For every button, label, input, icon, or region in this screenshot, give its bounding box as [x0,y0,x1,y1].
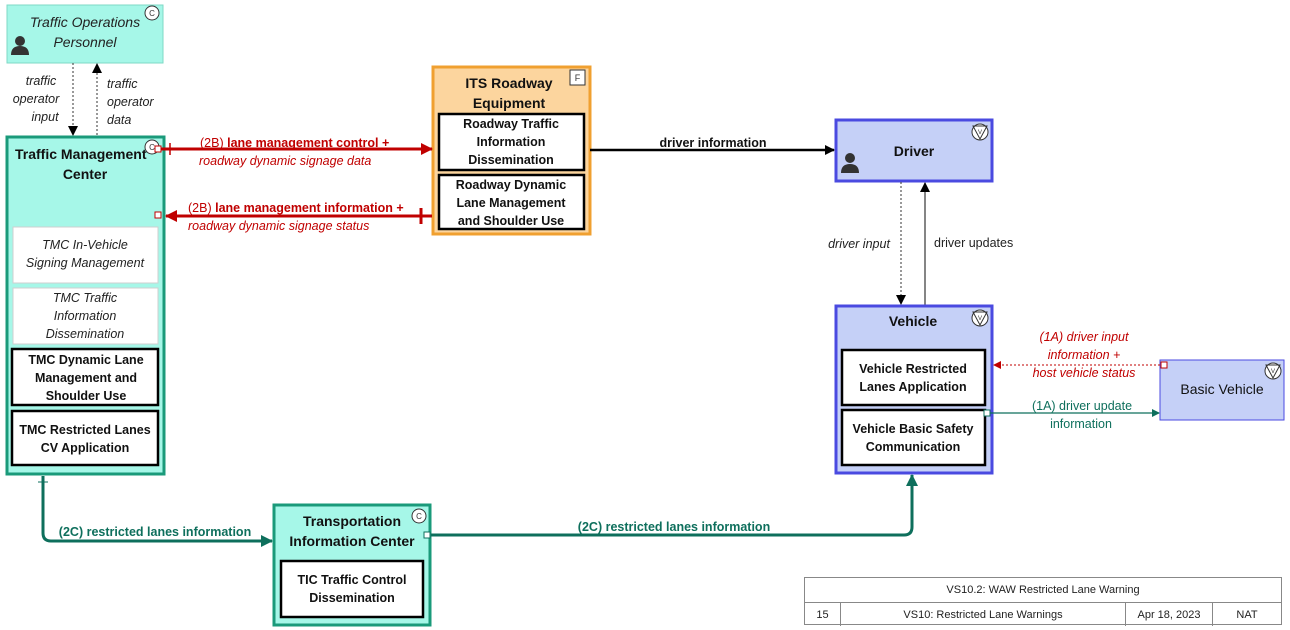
operator-data-label-1: traffic [107,77,138,91]
its-roadway-equipment[interactable]: ITS Roadway Equipment F Roadway Traffic … [431,65,592,236]
flow-2c-left-label: (2C) restricted lanes information [59,525,251,539]
vehicle-badge-icon: V [971,123,989,141]
operator-input-label-1: traffic [26,74,57,88]
svg-text:Dissemination: Dissemination [309,591,394,605]
tic-title-1: Transportation [303,513,401,529]
diagram-title-block: VS10.2: WAW Restricted Lane Warning 15 V… [804,577,1282,626]
svg-text:V: V [978,130,982,136]
tic-title-2: Information Center [289,533,415,549]
tmc-title-1: Traffic Management [15,146,147,162]
diagram-date: Apr 18, 2023 [1126,603,1213,626]
vehicle-restricted-lanes-object[interactable]: Vehicle Restricted Lanes Application [840,348,987,407]
roadway-dynamic-lane-management-object[interactable]: Roadway Dynamic Lane Management and Shou… [437,173,586,231]
svg-text:Information: Information [477,135,546,149]
its-title-1: ITS Roadway [465,75,552,91]
driver-input-label: driver input [828,237,890,251]
its-title-2: Equipment [473,95,546,111]
transportation-information-center[interactable]: Transportation Information Center C TIC … [272,503,432,627]
svg-text:V: V [978,316,982,322]
svg-text:Roadway Dynamic: Roadway Dynamic [456,178,567,192]
diagram-number: 15 [805,603,841,626]
operator-data-label-2: operator [107,95,154,109]
operator-data-label-3: data [107,113,131,127]
flow-1a-driver-input-information[interactable] [993,361,1168,369]
svg-text:Information: Information [54,309,117,323]
vehicle-badge-icon: V [971,309,989,327]
flow-2b-info-label-1: (2B) lane management information + [188,201,404,215]
roadway-traffic-info-dissemination-object[interactable]: Roadway Traffic Information Disseminatio… [437,112,586,172]
vehicle-badge-icon: V [1264,362,1282,380]
class-badge-icon: F [569,69,586,86]
tmc-dynamic-lane-management-object[interactable]: TMC Dynamic Lane Management and Shoulder… [10,347,160,407]
class-badge-icon: C [411,508,427,524]
tmc-in-vehicle-signing-object[interactable]: TMC In-Vehicle Signing Management [12,226,159,284]
tmc-restricted-lanes-cv-object[interactable]: TMC Restricted Lanes CV Application [10,409,160,467]
class-badge-icon: C [144,5,160,21]
flow-2b-control-label-1: (2B) lane management control + [200,136,389,150]
person-icon [11,36,29,55]
flow-1a-input-label-1: (1A) driver input [1040,330,1129,344]
flow-1a-update-label-1: (1A) driver update [1032,399,1132,413]
vehicle-basic-safety-object[interactable]: Vehicle Basic Safety Communication [840,408,987,467]
diagram-title: VS10.2: WAW Restricted Lane Warning [805,578,1281,603]
flow-1a-input-label-2: information + [1048,348,1121,362]
svg-text:Vehicle Basic Safety: Vehicle Basic Safety [853,422,974,436]
vehicle-label: Vehicle [889,313,937,329]
svg-text:TMC Traffic: TMC Traffic [53,291,118,305]
flow-2c-tmc-to-tic[interactable] [38,476,273,547]
flow-2b-control-label-2: roadway dynamic signage data [199,154,371,168]
svg-text:Roadway Traffic: Roadway Traffic [463,117,559,131]
flow-2c-tic-to-vehicle[interactable] [423,474,918,539]
svg-text:C: C [149,9,155,18]
svg-text:TIC Traffic Control: TIC Traffic Control [297,573,406,587]
svg-text:Dissemination: Dissemination [46,327,125,341]
svg-text:Shoulder Use: Shoulder Use [46,389,127,403]
svg-text:Management and: Management and [35,371,137,385]
flow-2c-right-label: (2C) restricted lanes information [578,520,770,534]
traffic-operations-personnel[interactable]: Traffic Operations Personnel C [6,4,164,64]
svg-text:TMC In-Vehicle: TMC In-Vehicle [42,238,128,252]
svg-text:F: F [575,73,581,83]
driver-element[interactable]: Driver V [834,118,994,183]
flow-1a-input-label-3: host vehicle status [1033,366,1136,380]
svg-text:Lanes Application: Lanes Application [859,380,966,394]
driver-updates-label: driver updates [934,236,1013,250]
service-package-name: VS10: Restricted Lane Warnings [841,603,1126,626]
svg-text:CV Application: CV Application [41,441,129,455]
tmc-title-2: Center [63,166,108,182]
svg-text:Dissemination: Dissemination [468,153,553,167]
traffic-ops-label-2: Personnel [53,34,117,50]
operator-input-label-2: operator [13,92,60,106]
svg-text:Lane Management: Lane Management [456,196,566,210]
flow-1a-driver-update-information[interactable] [983,409,1160,417]
tmc-traffic-info-dissemination-object[interactable]: TMC Traffic Information Dissemination [12,287,159,345]
svg-text:TMC Restricted Lanes: TMC Restricted Lanes [19,423,150,437]
operator-input-label-3: input [31,110,59,124]
basic-vehicle-element[interactable]: Basic Vehicle V [1159,359,1285,421]
svg-text:and Shoulder Use: and Shoulder Use [458,214,564,228]
flow-2b-lane-management-control[interactable] [154,143,433,155]
person-icon [841,153,859,173]
svg-text:C: C [149,143,155,152]
flow-2b-info-label-2: roadway dynamic signage status [188,219,369,233]
diagram-tag: NAT [1236,608,1258,621]
svg-text:Communication: Communication [866,440,960,454]
svg-text:V: V [1271,369,1275,375]
driver-information-label: driver information [660,136,767,150]
svg-text:TMC Dynamic Lane: TMC Dynamic Lane [28,353,143,367]
flow-2b-lane-management-information[interactable] [154,208,432,224]
svg-text:Vehicle Restricted: Vehicle Restricted [859,362,967,376]
tic-traffic-control-dissemination-object[interactable]: TIC Traffic Control Dissemination [279,559,425,619]
driver-label: Driver [894,143,935,159]
flow-1a-update-label-2: information [1050,417,1112,431]
traffic-ops-label-1: Traffic Operations [30,14,140,30]
basic-vehicle-label: Basic Vehicle [1180,381,1263,397]
traffic-management-center[interactable]: Traffic Management Center C TMC In-Vehic… [5,135,166,476]
svg-text:C: C [416,512,422,521]
vehicle-element[interactable]: Vehicle V Vehicle Restricted Lanes Appli… [834,304,994,475]
svg-text:Signing Management: Signing Management [26,256,145,270]
